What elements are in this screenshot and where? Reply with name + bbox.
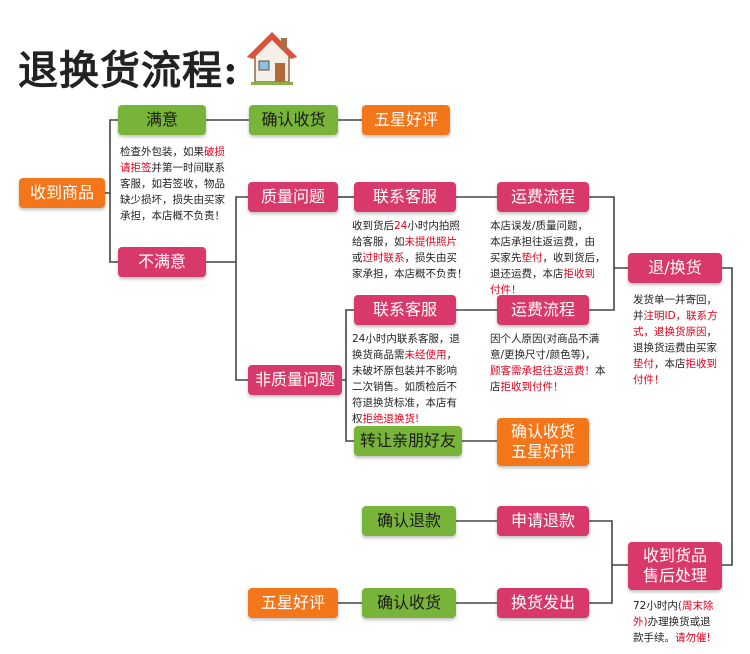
note-text: 请勿催! <box>675 632 711 644</box>
note-text: 小时内拍照 <box>407 220 460 232</box>
note-text: ，损失由买 <box>404 252 458 264</box>
note-text: 家承担，本店概不负责！ <box>352 268 468 280</box>
note-text: 拒绝退换货! <box>362 413 420 425</box>
note-text: 收到货后 <box>352 220 394 232</box>
note-text: 并第一时间联系 <box>151 162 226 174</box>
note-text: 付件！ <box>633 374 665 386</box>
note-text: 本 <box>595 365 606 377</box>
five-star-bottom-box: 五星好评 <box>248 588 338 618</box>
shipping-flow-nonquality-box: 运费流程 <box>497 295 589 325</box>
note-text: 24小时内联系客服，退 <box>352 333 460 345</box>
note-text: 检查外包装，如果 <box>120 146 204 158</box>
received-goods-box: 收到商品 <box>19 178 105 208</box>
note-text: 拒收到付件！ <box>500 381 564 393</box>
note-text: 付件！ <box>490 284 522 296</box>
return-exchange-box: 退/换货 <box>628 253 722 283</box>
note-text: 二次销售。如质检后不 <box>352 381 457 393</box>
confirm-receipt-top-box: 确认收货 <box>249 105 338 135</box>
satisfied-box: 满意 <box>118 105 206 135</box>
five-star-top-box: 五星好评 <box>362 105 450 135</box>
note-text: 本店误发/质量问题， <box>490 220 589 232</box>
note-text: 拒收到 <box>563 268 596 280</box>
note-text: ， <box>706 326 718 338</box>
note-text: 垫付 <box>633 358 654 370</box>
note-text: 符退换货标准，本店有 <box>352 397 457 409</box>
contact-cs-quality-box: 联系客服 <box>354 182 456 212</box>
house-icon <box>247 32 297 85</box>
confirm-receipt-bottom-box: 确认收货 <box>362 588 456 618</box>
nonquality-shipping-note: 因个人原因(对商品不满意/更换尺寸/颜色等)， 顾客需承担往返运费！本店拒收到付件… <box>490 331 618 395</box>
note-text: 请拒签 <box>120 162 152 174</box>
note-text: 24 <box>394 220 408 232</box>
quality-shipping-note: 本店误发/质量问题， 本店承担往返运费，由买家先垫付，收到货后， 退还运费，本店拒收… <box>490 218 608 298</box>
note-text: 过时联系 <box>362 252 405 264</box>
note-text: 退还运费，本店 <box>490 268 564 280</box>
note-text: 外) <box>633 616 648 628</box>
after-sale-note: 72小时内(周末除外)办理换货或退款手续。请勿催! <box>633 598 733 646</box>
contact-cs-nonquality-box: 联系客服 <box>354 295 456 325</box>
shipping-flow-quality-box: 运费流程 <box>497 182 589 212</box>
return-note: 发货单一并寄回， 并注明ID，联系方式，退换货原因， 退换货运费由买家垫付，本店拒收… <box>633 292 733 388</box>
quality-issue-box: 质量问题 <box>248 182 338 212</box>
note-text: 发货单一并寄回， <box>633 294 717 306</box>
note-text: 并 <box>633 310 644 322</box>
note-text: 款手续。 <box>633 632 675 644</box>
quality-cs-note: 收到货后24小时内拍照给客服，如未提供照片或过时联系，损失由买家承担，本店概不负… <box>352 218 482 282</box>
confirm-refund-box: 确认退款 <box>362 506 456 536</box>
note-text: 店 <box>490 381 501 393</box>
note-text: 客服，如若签收，物品 <box>120 178 225 190</box>
note-text: 未破坏原包装并不影响 <box>352 365 457 377</box>
note-text: 拒收到 <box>685 358 718 370</box>
note-text: ， <box>446 349 458 361</box>
note-text: 意/更换尺寸/颜色等)， <box>490 349 596 361</box>
note-text: 权 <box>352 413 363 425</box>
inspect-note: 检查外包装，如果破损请拒签并第一时间联系客服，如若签收，物品缺少损坏，损失由买家… <box>120 144 240 224</box>
note-text: 垫付 <box>521 252 543 264</box>
unsatisfied-box: 不满意 <box>118 247 206 277</box>
note-text: 或 <box>352 252 363 264</box>
note-text: 顾客需承担往返运费！ <box>490 365 595 377</box>
note-text: 破损 <box>204 146 225 158</box>
note-text: 注明ID，联系方 <box>643 310 718 322</box>
note-text: 买家先 <box>490 252 522 264</box>
note-text: 换货商品需 <box>352 349 405 361</box>
note-text: 承担，本店概不负责！ <box>120 210 225 222</box>
non-quality-issue-box: 非质量问题 <box>248 365 342 395</box>
confirm-five-star-box: 确认收货五星好评 <box>497 418 589 466</box>
page-title: 退换货流程: <box>18 47 239 94</box>
note-text: (周末除 <box>677 600 714 612</box>
transfer-friends-box: 转让亲朋好友 <box>354 426 462 456</box>
nonquality-cs-note: 24小时内联系客服，退换货商品需未经使用， 未破坏原包装并不影响二次销售。如质检后… <box>352 331 482 427</box>
received-after-sale-box: 收到货品售后处理 <box>628 542 722 590</box>
note-text: 72小时内 <box>633 600 678 612</box>
exchange-shipped-box: 换货发出 <box>497 588 589 618</box>
note-text: 办理换货或退 <box>647 616 711 628</box>
apply-refund-box: 申请退款 <box>497 506 589 536</box>
note-text: 缺少损坏，损失由买家 <box>120 194 225 206</box>
note-text: ，收到货后， <box>542 252 606 264</box>
note-text: 因个人原因(对商品不满 <box>490 333 600 345</box>
note-text: 本店承担往返运费，由 <box>490 236 595 248</box>
note-text: 退换货运费由买家 <box>633 342 717 354</box>
note-text: 式，退换货原因 <box>633 326 707 338</box>
note-text: 未提供照片 <box>404 236 458 248</box>
note-text: 未经使用 <box>404 349 447 361</box>
note-text: 给客服，如 <box>352 236 405 248</box>
note-text: ，本店 <box>654 358 686 370</box>
